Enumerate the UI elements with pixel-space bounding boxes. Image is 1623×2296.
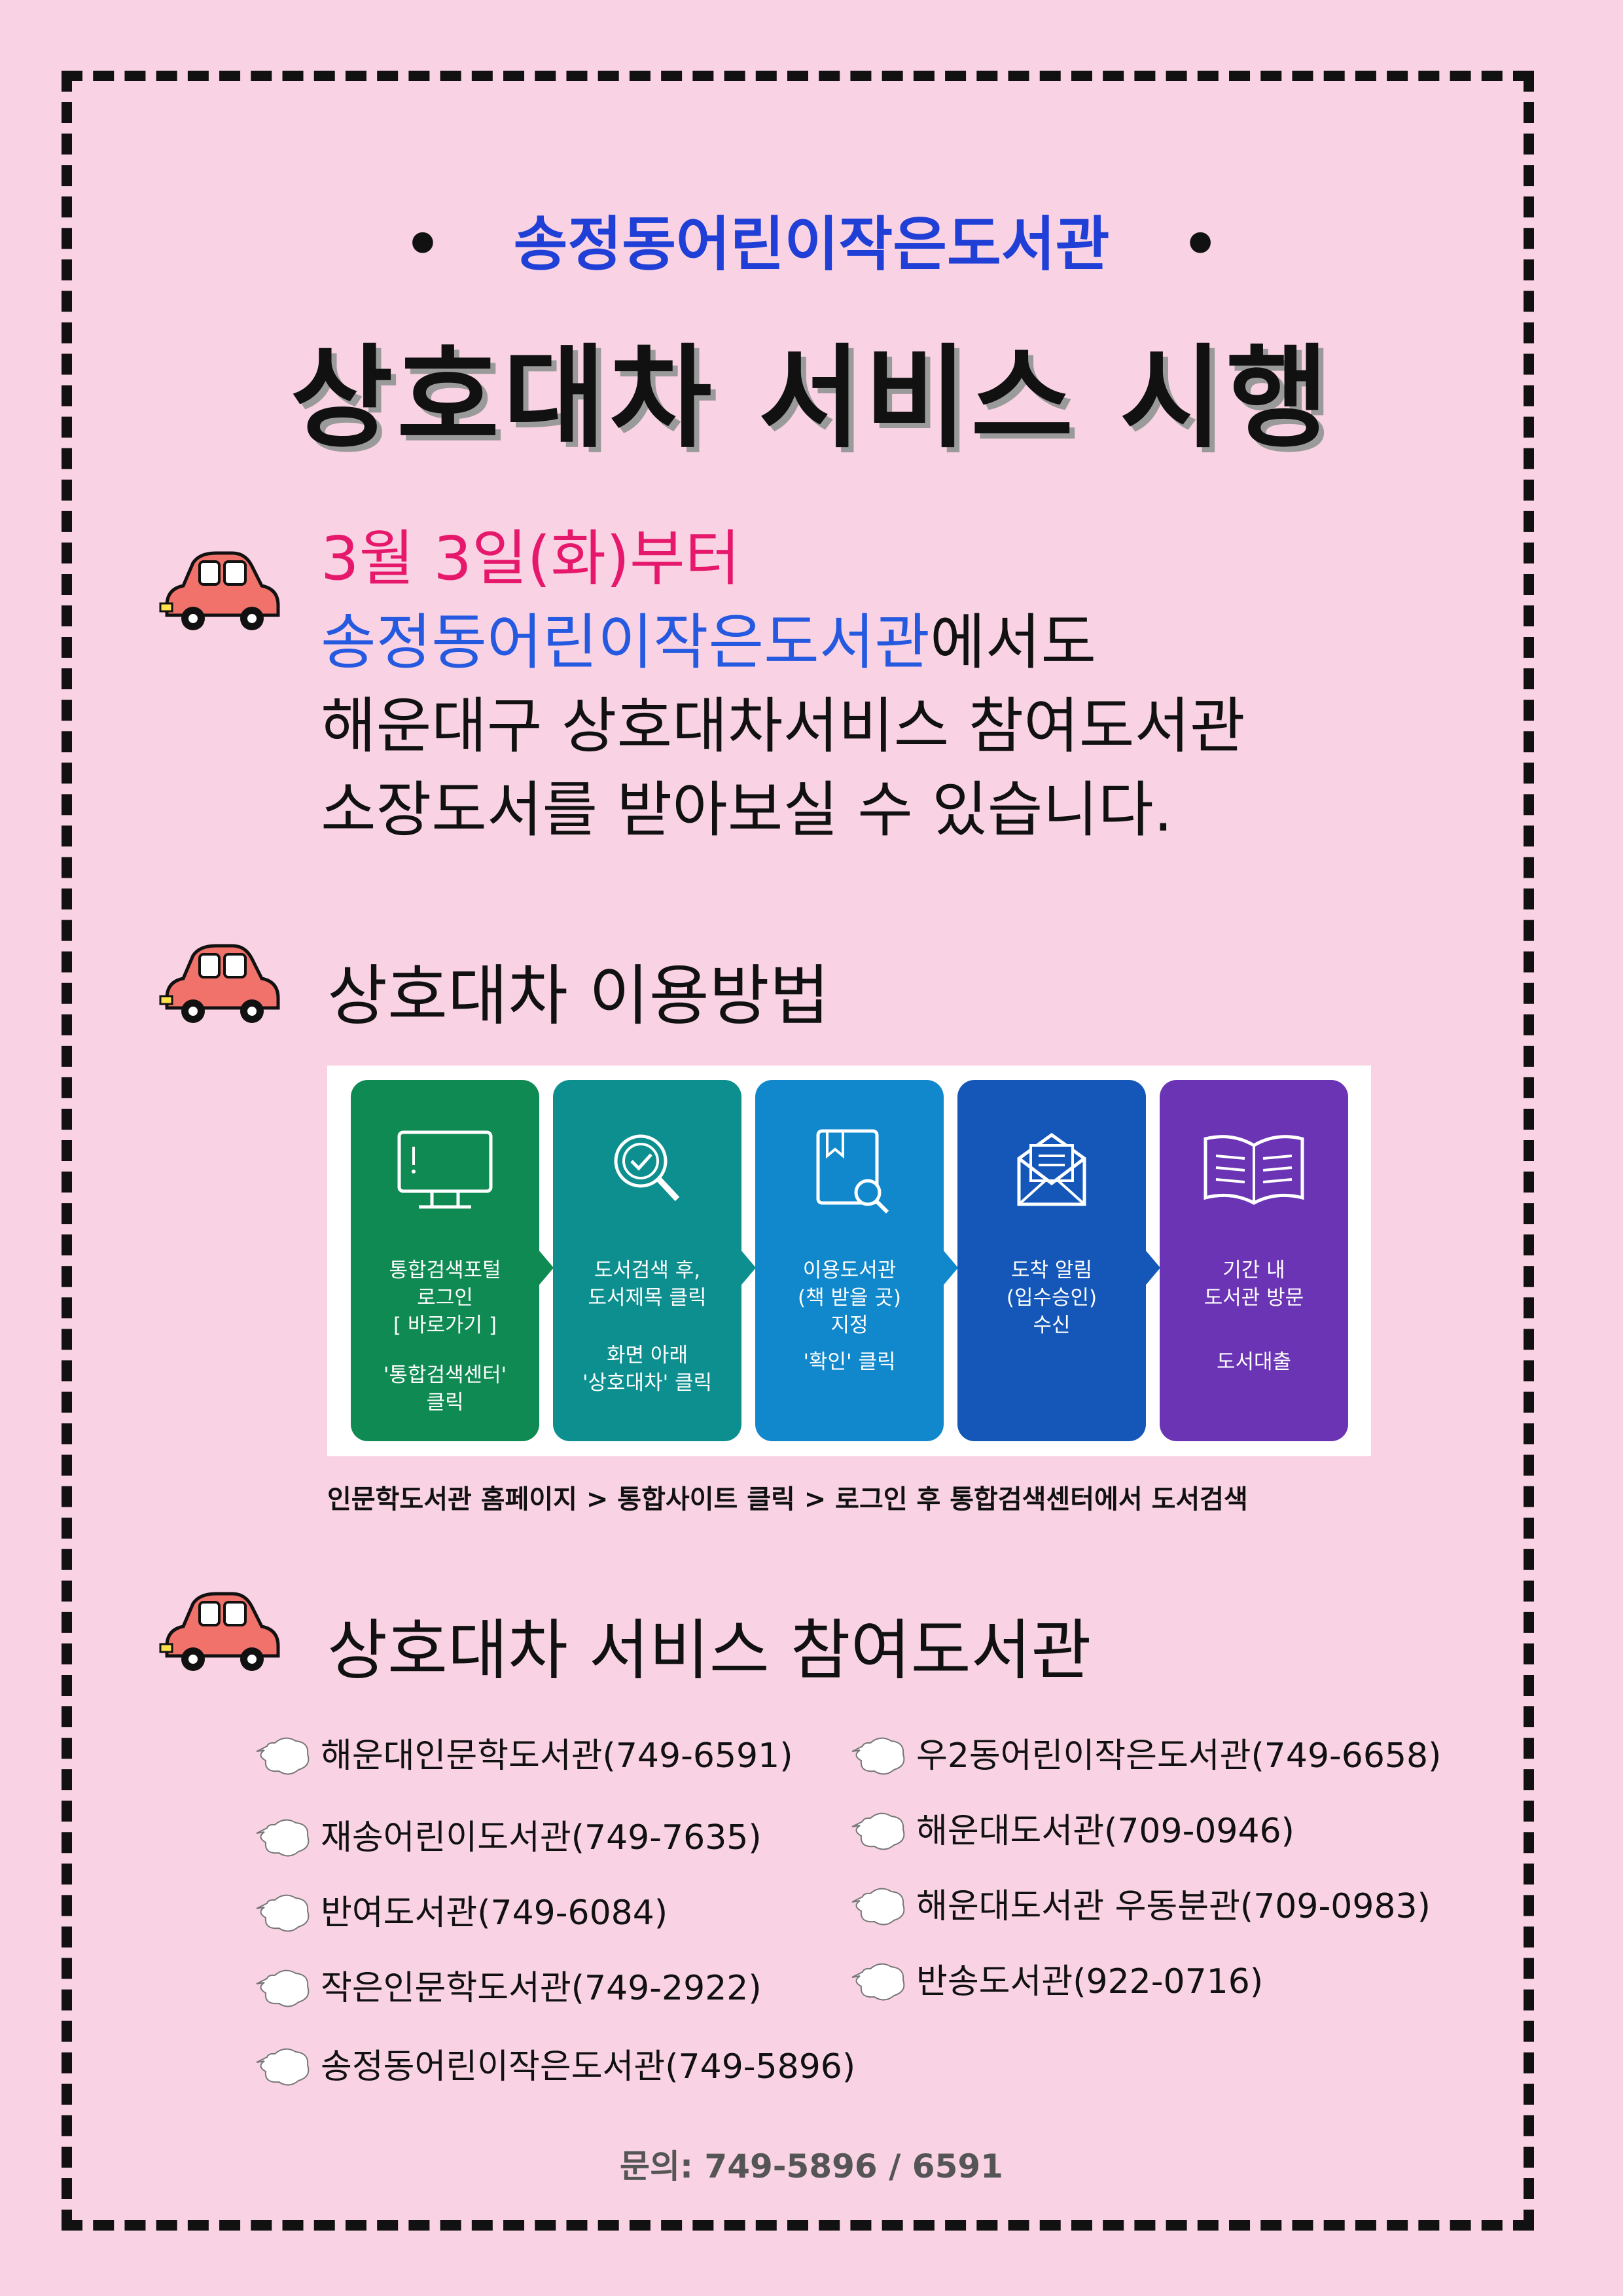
car-icon <box>159 1592 280 1671</box>
library-name: 송정동어린이작은도서관 <box>321 607 931 677</box>
intro-line4: 소장도서를 받아보실 수 있습니다. <box>321 775 1173 845</box>
step-3: 이용도서관(책 받을 곳)지정 '확인' 클릭 <box>755 1080 944 1441</box>
speech-bubble-icon <box>256 2048 310 2086</box>
speech-bubble-icon <box>851 1812 905 1850</box>
start-date: 3월 3일(화)부터 <box>321 524 741 594</box>
library-name: 재송어린이도서관(749-7635) <box>321 1818 762 1857</box>
arrow-icon <box>741 1251 756 1285</box>
subtitle: • 송정동어린이작은도서관 • <box>0 196 1623 281</box>
subtitle-text: 송정동어린이작은도서관 <box>513 210 1110 279</box>
speech-bubble-icon <box>256 1819 310 1857</box>
arrow-icon <box>944 1251 958 1285</box>
step-1-subtext: '통합검색센터'클릭 <box>383 1363 507 1414</box>
usage-guide: 인문학도서관 홈페이지 > 통합사이트 클릭 > 로그인 후 통합검색센터에서 … <box>327 1484 1248 1515</box>
library-name: 해운대도서관 우동분관(709-0983) <box>916 1887 1431 1926</box>
library-name: 반송도서관(922-0716) <box>916 1962 1264 2001</box>
arrow-icon <box>1146 1251 1160 1285</box>
library-item: 해운대도서관(709-0946) <box>851 1803 1294 1856</box>
speech-bubble-icon <box>256 1737 310 1775</box>
step-2-subtext: 화면 아래'상호대차' 클릭 <box>582 1344 713 1395</box>
library-item: 해운대인문학도서관(749-6591) <box>255 1728 793 1780</box>
library-name: 해운대인문학도서관(749-6591) <box>321 1736 793 1776</box>
car-icon <box>159 944 280 1023</box>
dashed-border-frame <box>62 71 1534 2231</box>
step-4-text: 도착 알림(입수승인)수신 <box>1006 1259 1097 1337</box>
book-search-icon <box>816 1129 889 1214</box>
speech-bubble-icon <box>851 1963 905 2001</box>
library-item: 반송도서관(922-0716) <box>851 1954 1263 2006</box>
intro-line2-rest: 에서도 <box>930 607 1096 677</box>
open-book-icon <box>1204 1135 1304 1205</box>
contact-info: 문의: 749-5896 / 6591 <box>620 2147 1003 2185</box>
step-2: 도서검색 후,도서제목 클릭 화면 아래'상호대차' 클릭 <box>553 1080 741 1441</box>
monitor-icon <box>397 1130 493 1209</box>
step-5-subtext: 도서대출 <box>1216 1350 1292 1374</box>
library-name: 우2동어린이작은도서관(749-6658) <box>916 1736 1442 1776</box>
step-3-subtext: '확인' 클릭 <box>803 1350 896 1374</box>
step-3-text: 이용도서관(책 받을 곳)지정 <box>798 1259 901 1337</box>
library-name: 해운대도서관(709-0946) <box>916 1812 1294 1851</box>
car-icon <box>159 551 280 630</box>
library-item: 송정동어린이작은도서관(749-5896) <box>255 2039 855 2091</box>
intro-text: 3월 3일(화)부터 송정동어린이작은도서관에서도 해운대구 상호대차서비스 참… <box>321 517 1245 852</box>
library-name: 작은인문학도서관(749-2922) <box>321 1969 762 2008</box>
envelope-icon <box>1017 1132 1086 1206</box>
library-name: 반여도서관(749-6084) <box>321 1893 668 1933</box>
bullet-dot: • <box>404 210 442 279</box>
intro-line3: 해운대구 상호대차서비스 참여도서관 <box>321 691 1245 761</box>
magnifier-check-icon <box>614 1134 680 1202</box>
library-item: 재송어린이도서관(749-7635) <box>255 1810 762 1862</box>
usage-title: 상호대차 이용방법 <box>327 958 830 1034</box>
library-name: 송정동어린이작은도서관(749-5896) <box>321 2047 856 2087</box>
step-1-line: 통합검색포털 <box>389 1259 501 1282</box>
speech-bubble-icon <box>851 1737 905 1775</box>
step-4: 도착 알림(입수승인)수신 <box>957 1080 1146 1441</box>
shortcut-link[interactable]: [ 바로가기 ] <box>393 1314 497 1337</box>
step-1-line: 로그인 <box>417 1286 473 1310</box>
libraries-title: 상호대차 서비스 참여도서관 <box>327 1612 1092 1689</box>
step-2-text: 도서검색 후,도서제목 클릭 <box>588 1259 707 1310</box>
speech-bubble-icon <box>851 1888 905 1926</box>
page-title: 상호대차 서비스 시행 <box>291 334 1332 463</box>
arrow-icon <box>539 1251 554 1285</box>
library-item: 반여도서관(749-6084) <box>255 1885 668 1937</box>
speech-bubble-icon <box>256 1969 310 2007</box>
bullet-dot: • <box>1181 210 1219 279</box>
library-item: 우2동어린이작은도서관(749-6658) <box>851 1728 1441 1780</box>
library-item: 해운대도서관 우동분관(709-0983) <box>851 1878 1431 1931</box>
intro-line2: 송정동어린이작은도서관에서도 <box>321 601 1245 685</box>
speech-bubble-icon <box>256 1894 310 1932</box>
library-item: 작은인문학도서관(749-2922) <box>255 1960 762 2013</box>
